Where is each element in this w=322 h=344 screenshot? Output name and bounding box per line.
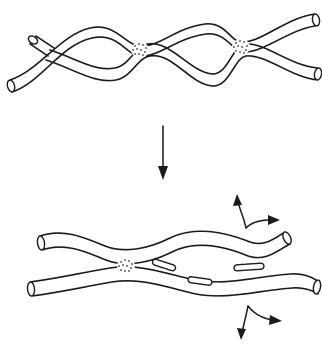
curved-arrow-lower-icon: [237, 306, 282, 340]
top-crosslink-2: [232, 39, 250, 55]
top-fiber-a: [6, 13, 320, 92]
released-fragment-3: [234, 263, 264, 271]
top-fiber-b: [46, 44, 322, 86]
down-arrow-icon: [158, 126, 168, 180]
released-fragment-1: [152, 258, 177, 271]
released-fragment-2: [188, 276, 213, 285]
curved-arrow-upper-icon: [233, 194, 280, 228]
bottom-fiber-upper: [37, 231, 293, 264]
top-crosslink-1: [131, 42, 149, 58]
top-panel: [6, 13, 322, 92]
bottom-panel: [27, 194, 322, 340]
bottom-crosslink: [117, 258, 135, 274]
